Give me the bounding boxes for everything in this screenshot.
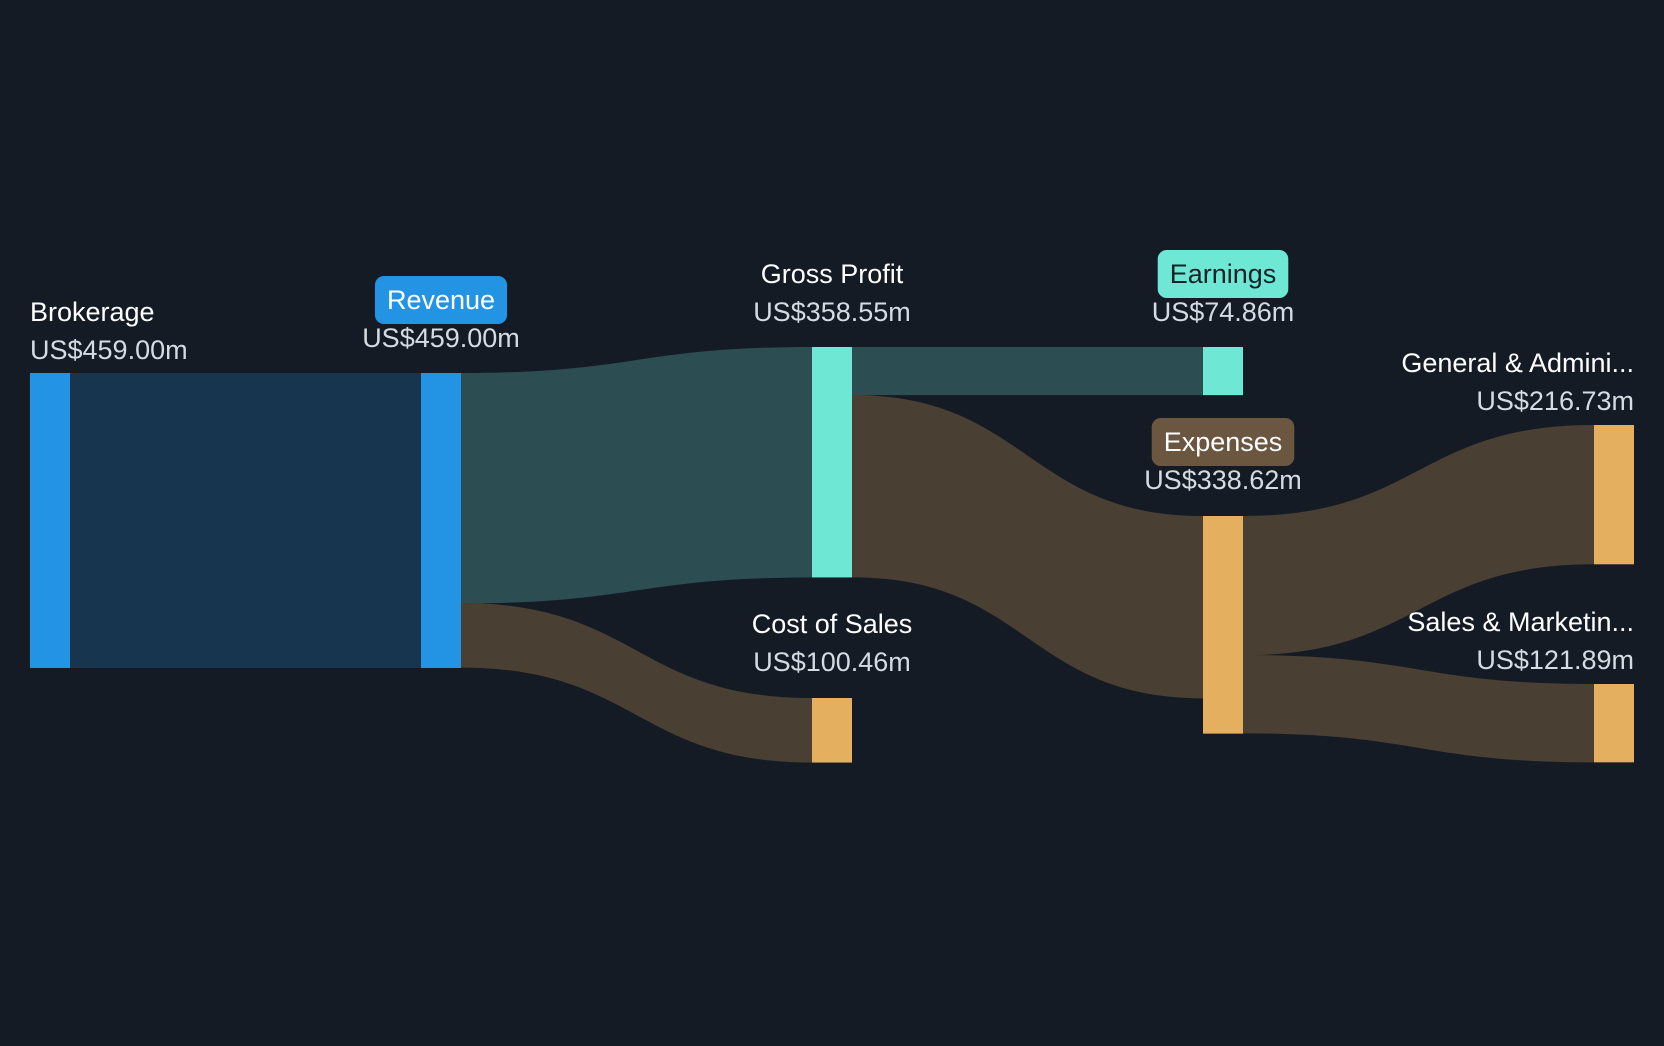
node-pill-earnings [1157,250,1289,298]
link-expenses-sm [1243,655,1594,763]
node-value-gross: US$358.55m [753,297,911,327]
node-name-ga: General & Admini... [1401,348,1634,378]
node-value-brokerage: US$459.00m [30,335,188,365]
node-pill-revenue [374,276,508,324]
nodes-layer [30,347,1634,763]
link-gross-expenses [852,395,1203,699]
node-sm [1594,684,1634,763]
link-gross-earnings [852,347,1203,396]
node-name-expenses: Expenses [1164,427,1283,457]
links-layer [70,347,1594,763]
node-pill-expenses [1151,418,1295,466]
link-revenue-gross [461,347,812,604]
node-expenses [1203,516,1243,734]
node-brokerage [30,373,70,668]
node-value-cos: US$100.46m [753,647,911,677]
node-name-cos: Cost of Sales [752,609,913,639]
node-ga [1594,425,1634,565]
labels-layer: BrokerageUS$459.00mRevenueUS$459.00mGros… [30,250,1634,677]
node-value-revenue: US$459.00m [362,323,520,353]
node-revenue [421,373,461,668]
link-expenses-ga [1243,425,1594,656]
node-earnings [1203,347,1243,396]
node-label-sm: Sales & Marketin... US$121.89m [1407,607,1634,675]
node-name-sm: Sales & Marketin... [1407,607,1634,637]
node-label-ga: General & Admini... US$216.73m [1401,348,1634,416]
node-name-revenue: Revenue [387,285,495,315]
node-name-gross: Gross Profit [761,259,904,289]
node-name-earnings: Earnings [1170,259,1277,289]
node-value-ga: US$216.73m [1476,386,1634,416]
node-gross [812,347,852,578]
node-value-expenses: US$338.62m [1144,465,1302,495]
node-cos [812,698,852,763]
link-revenue-cos [461,603,812,763]
link-brokerage-revenue [70,373,421,668]
node-name-brokerage: Brokerage [30,297,155,327]
node-value-sm: US$121.89m [1476,645,1634,675]
node-value-earnings: US$74.86m [1152,297,1295,327]
